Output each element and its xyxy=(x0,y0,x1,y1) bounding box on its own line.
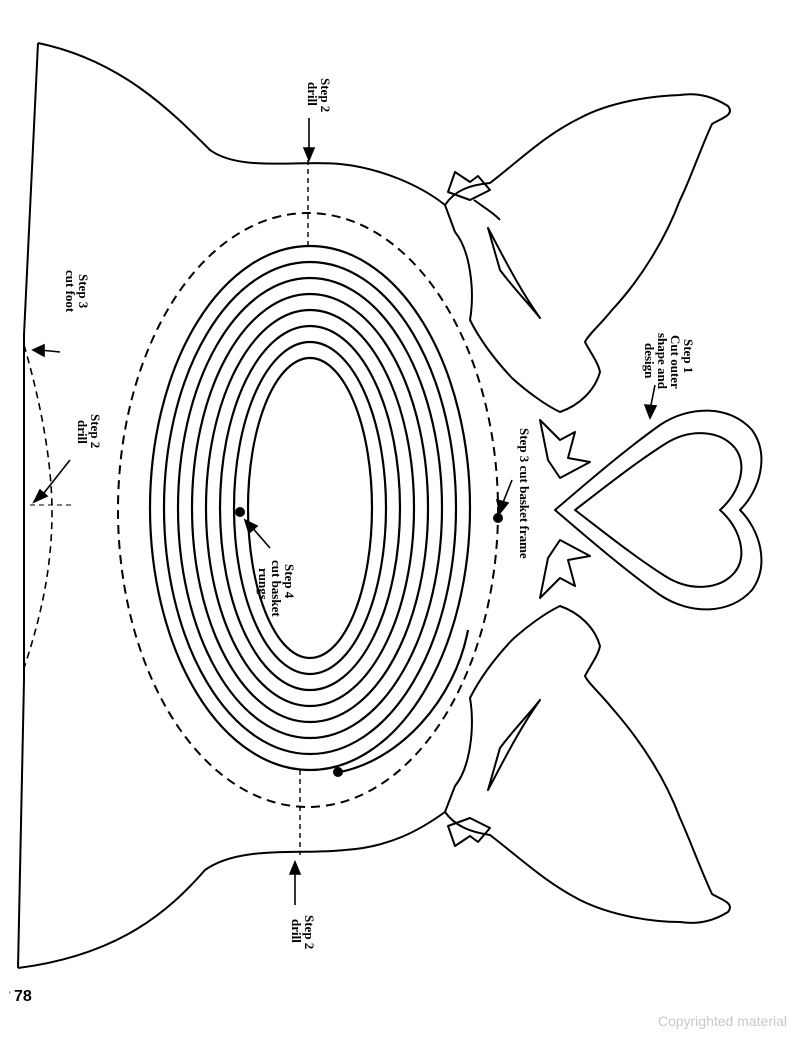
foot-cutout xyxy=(23,344,75,669)
step4-label: Step 4 cut basket rungs xyxy=(256,560,297,617)
step2-bottom-line2: drill xyxy=(289,919,304,943)
step1-line2: Cut outer xyxy=(668,335,683,389)
copyright-watermark: Copyrighted material xyxy=(657,1013,787,1029)
callout-arrows xyxy=(31,118,658,905)
step2-top-label: Step 2 drill xyxy=(305,78,333,112)
step2-foot-line1: Step 2 xyxy=(88,414,103,448)
step1-label: Step 1 Cut outer shape and design xyxy=(642,333,696,390)
step3-foot-label: Step 3 cut foot xyxy=(63,270,91,313)
step3-foot-line2: cut foot xyxy=(63,270,78,313)
page-tick-mark: ' xyxy=(9,990,11,1000)
page-number: 78 xyxy=(14,988,32,1005)
outer-outline xyxy=(17,42,763,969)
step1-line4: design xyxy=(642,343,657,379)
step3-foot-line1: Step 3 xyxy=(76,274,91,309)
drill-points xyxy=(235,507,503,777)
step4-line2: cut basket xyxy=(269,560,284,617)
step2-foot-label: Step 2 drill xyxy=(75,414,103,448)
drill-guide-lines xyxy=(299,160,309,855)
step3-frame-label: Step 3 cut basket frame xyxy=(517,428,532,559)
step2-bottom-line1: Step 2 xyxy=(302,915,317,949)
step1-line1: Step 1 xyxy=(681,339,696,373)
step4-line3: rungs xyxy=(256,568,271,600)
step3-frame-text: Step 3 cut basket frame xyxy=(517,428,532,559)
basket-rungs xyxy=(148,244,472,774)
step1-line3: shape and xyxy=(655,333,670,390)
step2-foot-line2: drill xyxy=(75,420,90,444)
step2-top-line1: Step 2 xyxy=(318,78,333,112)
step2-bottom-label: Step 2 drill xyxy=(289,915,317,949)
step4-line1: Step 4 xyxy=(282,564,297,599)
step2-top-line2: drill xyxy=(305,82,320,106)
basket-frame-dashed xyxy=(117,212,499,808)
